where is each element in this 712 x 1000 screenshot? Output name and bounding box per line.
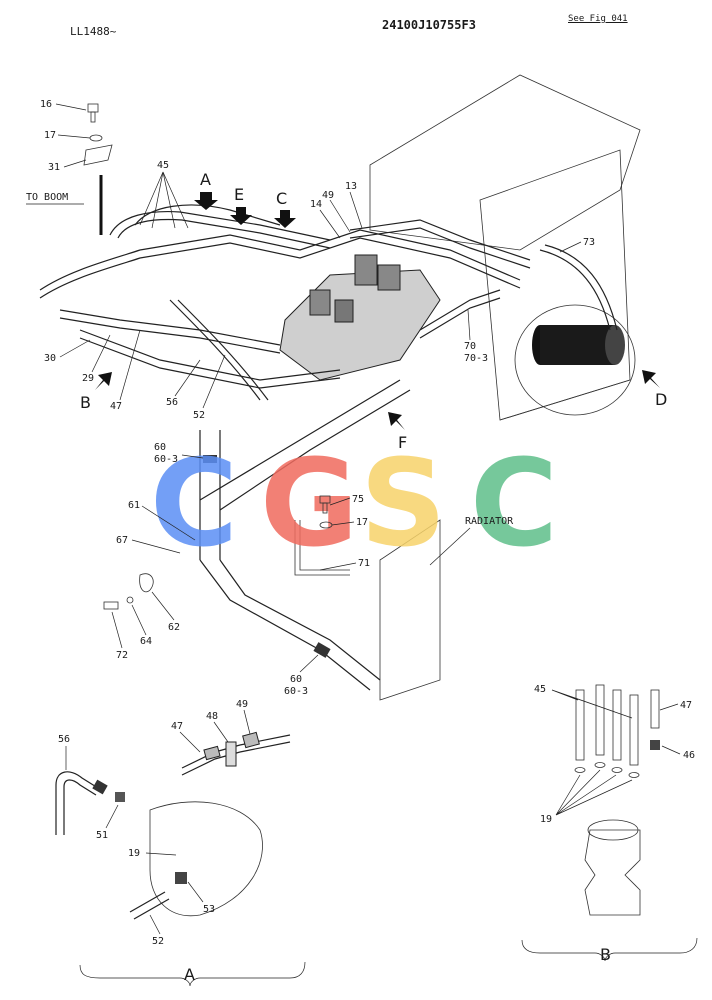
arrow-d-label: D (655, 390, 667, 409)
detail-b-label-46: 46 (683, 750, 695, 761)
arrow-c: C (274, 189, 296, 228)
arrow-d: D (642, 370, 667, 409)
return-pipe (199, 379, 411, 691)
part-label-75: 75 (352, 494, 364, 505)
detail-a-label-48: 48 (206, 711, 218, 722)
watermark: C G S C (150, 435, 558, 574)
radiator-filter (532, 325, 625, 365)
part-label-17: 17 (44, 130, 56, 141)
to-boom-note: TO BOOM (26, 192, 68, 203)
washer-17-lower (319, 521, 333, 529)
part-label-72: 72 (116, 650, 128, 661)
see-figure-link[interactable]: See Fig 041 (568, 14, 628, 24)
part-label-17-lower: 17 (356, 517, 368, 528)
detail-a-label-52: 52 (152, 936, 164, 947)
watermark-letter-c2: C (470, 435, 558, 574)
part-label-14: 14 (310, 199, 322, 210)
detail-b-view: B 45 47 46 19 (521, 684, 698, 964)
part-label-60-lower: 60 (290, 674, 302, 685)
arrow-a: A (194, 170, 218, 210)
part-label-67: 67 (116, 535, 128, 546)
washer-17 (89, 134, 103, 142)
detail-a-label-47: 47 (171, 721, 183, 732)
part-label-49: 49 (322, 190, 334, 201)
part-label-56-main: 56 (166, 397, 178, 408)
bolt-75 (319, 495, 331, 514)
part-label-70-3: 70-3 (464, 353, 488, 364)
part-label-62: 62 (168, 622, 180, 633)
part-label-71: 71 (358, 558, 370, 569)
part-label-61: 61 (128, 500, 140, 511)
arrow-b: B (80, 372, 112, 412)
engine-block (369, 74, 641, 701)
arrow-e-label: E (234, 185, 244, 204)
part-label-60-upper: 60 (154, 442, 166, 453)
arrow-b-label: B (80, 393, 91, 412)
bracket-31 (83, 144, 113, 166)
part-label-47-main: 47 (110, 401, 122, 412)
part-label-45: 45 (157, 160, 169, 171)
detail-a-view: A 47 48 49 56 51 19 53 52 (55, 699, 306, 987)
radiator-note: RADIATOR (465, 516, 514, 527)
detail-b-label-19: 19 (540, 814, 552, 825)
arrow-c-label: C (276, 189, 287, 208)
detail-a-label-53: 53 (203, 904, 215, 915)
bracket-71 (294, 520, 350, 576)
detail-a-label-56: 56 (58, 734, 70, 745)
arrow-f: F (388, 412, 407, 452)
part-label-31: 31 (48, 162, 60, 173)
detail-a-label-19: 19 (128, 848, 140, 859)
part-label-60-3-lower: 60-3 (284, 686, 308, 697)
part-label-30: 30 (44, 353, 56, 364)
bolt-16 (87, 103, 99, 123)
watermark-letter-c1: C (150, 435, 238, 574)
part-label-64: 64 (140, 636, 152, 647)
control-valve (279, 254, 441, 381)
detail-b-label-45: 45 (534, 684, 546, 695)
detail-a-label-51: 51 (96, 830, 108, 841)
detail-a-title: A (184, 965, 195, 984)
part-number: 24100J10755F3 (382, 18, 476, 32)
part-label-52-main: 52 (193, 410, 205, 421)
model-code: LL1488~ (70, 25, 117, 38)
part-label-16: 16 (40, 99, 52, 110)
watermark-letter-g: G (260, 435, 359, 574)
arrow-e: E (230, 185, 252, 225)
part-label-70: 70 (464, 341, 476, 352)
watermark-letter-s: S (360, 435, 446, 574)
clamp-62 (103, 573, 154, 610)
arrow-a-label: A (200, 170, 211, 189)
detail-b-label-47: 47 (680, 700, 692, 711)
detail-a-label-49: 49 (236, 699, 248, 710)
arrow-f-label: F (398, 433, 407, 452)
part-label-60-3-upper: 60-3 (154, 454, 178, 465)
part-label-29: 29 (82, 373, 94, 384)
part-label-13: 13 (345, 181, 357, 192)
part-label-73: 73 (583, 237, 595, 248)
detail-b-title: B (600, 945, 611, 964)
